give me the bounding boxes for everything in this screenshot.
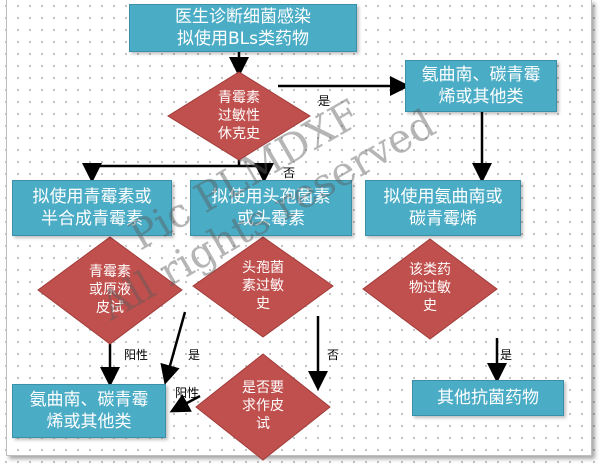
- edge-label-positive-left: 阳性: [124, 348, 149, 362]
- q-class-allergy-text: 该类药 物过敏 史: [409, 262, 451, 314]
- diamond-ceph-allergy: [192, 236, 334, 338]
- carbapenem-or-other-top-box: 氨曲南、碳青霉 烯或其他类: [405, 60, 557, 112]
- edge-label-yes-top: 是: [318, 94, 331, 108]
- edge-split-right: [239, 163, 274, 183]
- diamond-need-skin-test: [195, 353, 331, 461]
- diagram-frame: [6, 0, 592, 456]
- edge-label-no-ceph: 否: [327, 348, 340, 362]
- edge-needtest-positive: [169, 394, 201, 413]
- edge-split-left: [82, 163, 239, 183]
- diamond-skin-test: [37, 236, 183, 345]
- start-box: 医生诊断细菌感染 拟使用BLs类药物: [129, 4, 357, 52]
- edge-ceph-yes: [160, 311, 187, 385]
- carbapenem-or-other-bottom-box: 氨曲南、碳青霉 烯或其他类: [12, 384, 166, 438]
- edge-label-no-mid: 否: [283, 166, 296, 180]
- q-ceph-allergy-text: 头孢菌 素过敏 史: [242, 260, 284, 312]
- use-aztreonam-box: 拟使用氨曲南或 碳青霉烯: [365, 180, 521, 236]
- q-need-skin-test-text: 是否要 求作皮 试: [242, 380, 284, 432]
- q-skin-test-text: 青霉素 或原液 皮试: [89, 264, 131, 316]
- diamond-penicillin-shock: [167, 71, 311, 161]
- use-cephalosporin-box: 拟使用头孢菌素 或头霉素: [190, 180, 352, 236]
- use-penicillin-box: 拟使用青霉素或 半合成青霉素: [12, 180, 172, 236]
- other-antibiotics-box: 其他抗菌药物: [412, 380, 564, 416]
- diamond-class-allergy: [362, 238, 498, 340]
- edge-label-yes-right: 是: [500, 348, 513, 362]
- edge-label-positive-mid: 阳性: [175, 386, 200, 400]
- q-penicillin-shock-text: 青霉素 过敏性 休克史: [218, 90, 260, 142]
- edge-label-yes-ceph: 是: [188, 348, 201, 362]
